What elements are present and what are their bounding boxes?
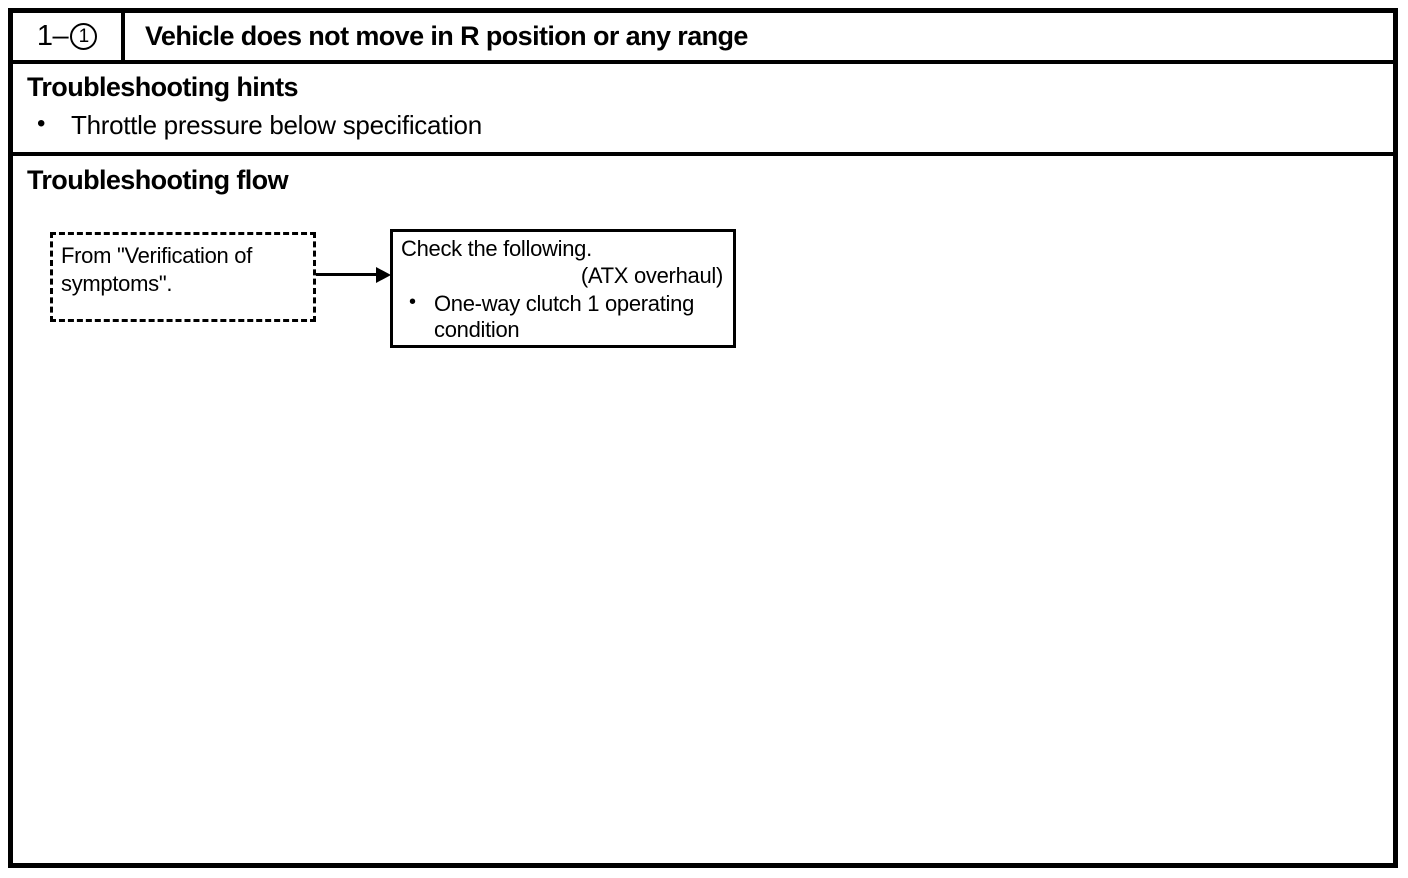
flow-start-box: From "Verification of symptoms". [50, 232, 316, 322]
flowchart: From "Verification of symptoms". Check t… [13, 156, 1393, 863]
flow-connector-arrow [316, 266, 391, 283]
document-frame: 1– 1 Vehicle does not move in R position … [8, 8, 1398, 868]
check-item-text: One-way clutch 1 operating condition [434, 290, 695, 342]
flow-check-box: Check the following. (ATX overhaul) • On… [390, 229, 736, 348]
circled-number-icon: 1 [70, 23, 98, 50]
symptom-header-row: 1– 1 Vehicle does not move in R position … [13, 13, 1393, 64]
flow-heading: Troubleshooting flow [27, 165, 289, 195]
arrow-head-icon [376, 266, 391, 283]
hints-heading: Troubleshooting hints [27, 72, 298, 102]
check-list-item: • One-way clutch 1 operating condition [401, 291, 723, 343]
hint-text: Throttle pressure below specification [71, 110, 482, 141]
circled-number-value: 1 [78, 26, 90, 47]
troubleshooting-hints-section: Troubleshooting hints • Throttle pressur… [13, 64, 1393, 156]
symptom-code-cell: 1– 1 [13, 13, 125, 60]
check-box-subtitle: (ATX overhaul) [580, 262, 723, 288]
symptom-title: Vehicle does not move in R position or a… [145, 21, 748, 51]
hint-list-item: • Throttle pressure below specification [27, 110, 1379, 141]
bullet-icon: • [409, 290, 416, 313]
troubleshooting-flow-section: Troubleshooting flow From "Verification … [13, 156, 1393, 863]
check-box-title: Check the following. [401, 236, 592, 261]
symptom-code-prefix: 1– [36, 20, 69, 52]
bullet-icon: • [37, 110, 46, 138]
